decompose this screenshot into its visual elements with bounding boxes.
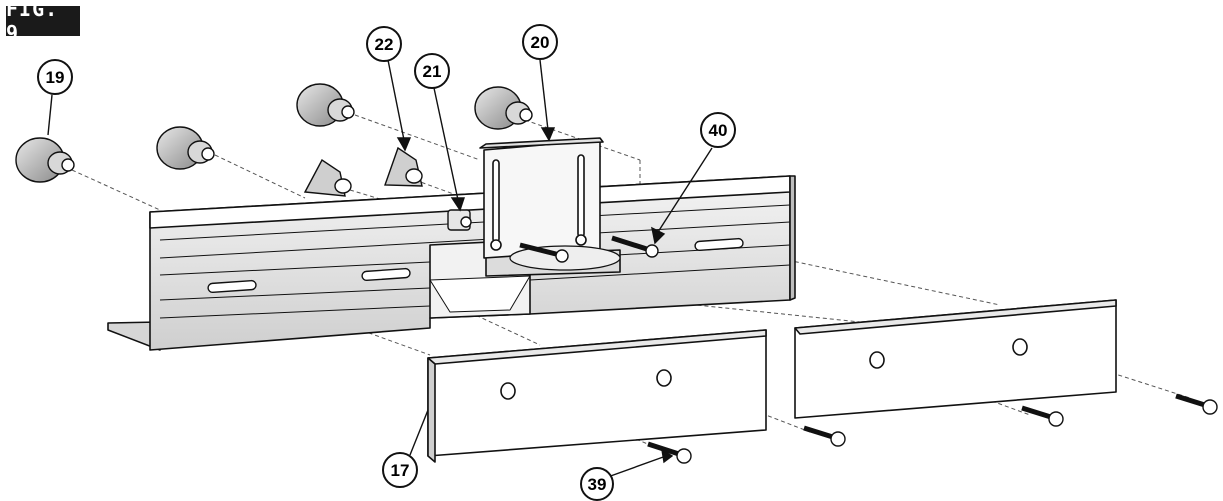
callout-40: 40 (700, 112, 736, 148)
svg-text:21: 21 (423, 62, 442, 81)
figure-label: FIG. 9 (6, 0, 80, 45)
screw-right-end (1175, 393, 1218, 415)
sub-fence-face-left (427, 329, 767, 463)
svg-text:40: 40 (709, 121, 728, 140)
knob-right (474, 86, 533, 130)
sub-fence-bracket (479, 137, 621, 277)
callout-21: 21 (414, 53, 450, 89)
bolt-40-left (519, 242, 569, 263)
callout-19: 19 (37, 59, 73, 95)
callout-17: 17 (382, 452, 418, 488)
leader-lines (47, 59, 713, 479)
screw-front-mid (803, 425, 846, 447)
knob-far-left (15, 137, 75, 183)
svg-text:22: 22 (375, 35, 394, 54)
svg-text:19: 19 (46, 68, 65, 87)
screw-right-mid (1021, 405, 1064, 427)
svg-text:20: 20 (531, 33, 550, 52)
callout-22: 22 (366, 26, 402, 62)
bolt-40-right (611, 235, 659, 258)
callouts: 19 22 21 20 40 17 (37, 24, 736, 501)
knob-middle (296, 83, 355, 127)
knob-left (156, 126, 215, 170)
wing-knob-right (384, 146, 423, 187)
clamp-21 (447, 209, 472, 231)
rail-slots (207, 237, 744, 294)
svg-text:39: 39 (588, 475, 607, 494)
svg-text:17: 17 (391, 461, 410, 480)
callout-39: 39 (580, 467, 614, 501)
callout-20: 20 (522, 24, 558, 60)
sub-fence-face-right (794, 299, 1117, 419)
wing-knob-left (303, 158, 352, 197)
fence-rail (107, 175, 796, 351)
screw-front-left (647, 441, 692, 464)
